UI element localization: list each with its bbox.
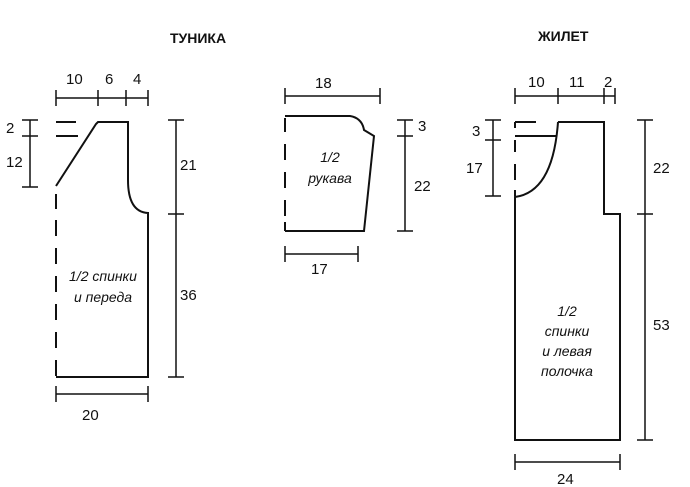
- vest-left-dim-2: 17: [466, 160, 483, 177]
- tunic-label-line-1: 1/2 спинки: [69, 268, 137, 284]
- vest-label-line-1: 1/2: [557, 303, 577, 319]
- tunic-bottom-dimension: 20: [55, 386, 149, 424]
- sleeve-right-dimension: 3 22: [397, 118, 431, 232]
- vest-label-line-4: полочка: [541, 363, 593, 379]
- vest-label-line-2: спинки: [545, 323, 590, 339]
- vest-top-dim-3: 2: [604, 74, 612, 91]
- tunic-right-dim-1: 21: [180, 157, 197, 174]
- sleeve-bottom-dim: 17: [311, 261, 328, 278]
- sleeve-top-dim: 18: [315, 75, 332, 92]
- vest-left-dim-1: 3: [472, 123, 480, 140]
- tunic-left-dim-1: 2: [6, 120, 14, 137]
- vest-right-dim-1: 22: [653, 160, 670, 177]
- tunic-title: ТУНИКА: [170, 30, 226, 46]
- tunic-bottom-dim: 20: [82, 407, 99, 424]
- tunic-left-dim-2: 12: [6, 154, 23, 171]
- sleeve-right-dim-1: 3: [418, 118, 426, 135]
- tunic-label-line-2: и переда: [74, 289, 132, 305]
- tunic-top-dimension: 10 6 4: [55, 71, 149, 106]
- tunic-right-dimension: 21 36: [168, 119, 197, 378]
- tunic-right-dim-2: 36: [180, 287, 197, 304]
- vest-top-dim-1: 10: [528, 74, 545, 91]
- vest-title: ЖИЛЕТ: [537, 28, 589, 44]
- sleeve-right-dim-2: 22: [414, 178, 431, 195]
- vest-right-dimension: 22 53: [637, 119, 670, 441]
- vest-top-dim-2: 11: [569, 74, 585, 91]
- sleeve-label-line-2: рукава: [307, 170, 352, 186]
- sleeve-top-dimension: 18: [284, 75, 381, 104]
- sleeve-bottom-dimension: 17: [284, 246, 359, 278]
- tunic-left-dimension: 2 12: [6, 119, 38, 188]
- tunic-top-dim-2: 6: [105, 71, 113, 88]
- tunic-outline: [55, 121, 149, 378]
- vest-section: ЖИЛЕТ 10 11 2 3 17 1/2: [466, 28, 670, 487]
- tunic-top-dim-1: 10: [66, 71, 83, 88]
- sleeve-section: 18 1/2 рукава 3 22 17: [284, 75, 431, 278]
- vest-bottom-dimension: 24: [514, 454, 621, 487]
- vest-bottom-dim: 24: [557, 471, 574, 487]
- sleeve-outline: [284, 115, 376, 232]
- sleeve-label-line-1: 1/2: [320, 149, 340, 165]
- vest-top-dimension: 10 11 2: [514, 74, 616, 104]
- tunic-top-dim-3: 4: [133, 71, 141, 88]
- vest-outline: [514, 121, 621, 441]
- vest-label-line-3: и левая: [542, 343, 592, 359]
- tunic-section: ТУНИКА 10 6 4 2 12 21 36: [6, 30, 226, 424]
- vest-right-dim-2: 53: [653, 317, 670, 334]
- vest-left-dimension: 3 17: [466, 119, 501, 197]
